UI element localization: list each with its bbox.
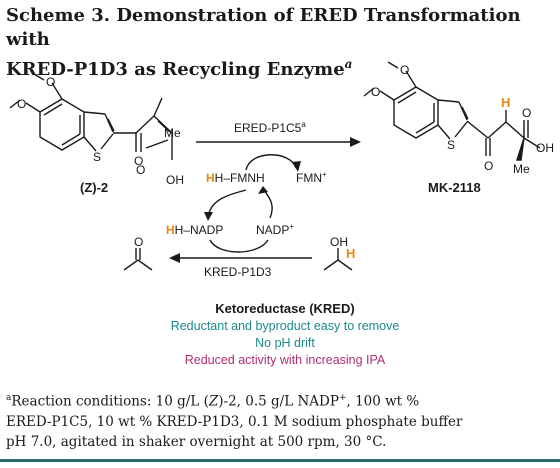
product-methoxy-o1: O: [400, 63, 409, 77]
substrate-sulfur-label: S: [93, 150, 101, 164]
nadp-reduced-label: HH–NADP: [166, 223, 223, 237]
fmn-label: FMN+: [296, 170, 327, 185]
substrate-ketone-o: O: [134, 154, 143, 168]
acetone-o: O: [134, 235, 143, 249]
reaction-scheme: S O O O Me O OH (Z)-2 ERED-P1C5a HH–FMNH…: [9, 61, 554, 367]
recycle-arrow-head: [169, 253, 180, 263]
product-hydrogen: H: [501, 95, 510, 110]
product-ketone-o: O: [484, 159, 493, 173]
title-footnote-marker: a: [344, 57, 353, 71]
product-structure: [363, 61, 541, 161]
substrate-structure: [9, 73, 173, 160]
fmnh-label: HH–FMNH: [206, 171, 265, 185]
recycle-enzyme-label: KRED-P1D3: [204, 265, 272, 279]
nadp-bottom-arc: [209, 239, 269, 253]
bottom-rule: [0, 459, 560, 462]
kred-note-1: Reductant and byproduct easy to remove: [171, 319, 400, 333]
main-arrow-enzyme: ERED-P1C5a: [234, 120, 306, 135]
substrate-acid-oh: OH: [166, 173, 184, 187]
product-acid-oh: OH: [536, 141, 554, 155]
product-methoxy-o2: O: [371, 85, 380, 99]
nadp-oxidized-label: NADP+: [256, 222, 294, 237]
product-sulfur-label: S: [447, 138, 455, 152]
product-methyl-label: Me: [513, 162, 530, 176]
main-arrow-head: [350, 137, 361, 147]
title-line-2: KRED-P1D3 as Recycling Enzyme: [6, 59, 345, 80]
scheme-title: Scheme 3. Demonstration of ERED Transfor…: [6, 4, 554, 82]
product-acid-o: O: [522, 106, 531, 120]
substrate-methoxy-o1: O: [46, 75, 55, 89]
acetone-structure: [123, 248, 153, 271]
footnote-line-2: ERED-P1C5, 10 wt % KRED-P1D3, 0.1 M sodi…: [6, 413, 463, 430]
nadp-cycle-arrow-right: [263, 189, 273, 219]
substrate-methoxy-o2: O: [17, 97, 26, 111]
substrate-methyl-label: Me: [164, 126, 181, 140]
ipa-hydrogen: H: [346, 246, 355, 261]
ipa-structure: [323, 248, 353, 271]
substrate-label: (Z)-2: [80, 180, 108, 195]
kred-heading: Ketoreductase (KRED): [215, 301, 354, 316]
kred-note-2: No pH drift: [255, 336, 315, 350]
kred-note-3: Reduced activity with increasing IPA: [185, 353, 386, 367]
footnote-marker: a: [6, 393, 12, 403]
footnote-line-1: aReaction conditions: 10 g/L (Z)-2, 0.5 …: [6, 393, 420, 410]
product-label: MK-2118: [428, 180, 481, 195]
ipa-oh: OH: [330, 235, 348, 249]
fmn-cycle-arrow: [245, 154, 297, 171]
footnote-line-3: pH 7.0, agitated in shaker overnight at …: [6, 433, 387, 450]
title-line-1: Scheme 3. Demonstration of ERED Transfor…: [6, 5, 521, 50]
substrate-acid-o: O: [136, 163, 145, 177]
scheme-footnote: aReaction conditions: 10 g/L (Z)-2, 0.5 …: [6, 388, 560, 452]
nadp-cycle-arrow-left: [207, 189, 247, 219]
